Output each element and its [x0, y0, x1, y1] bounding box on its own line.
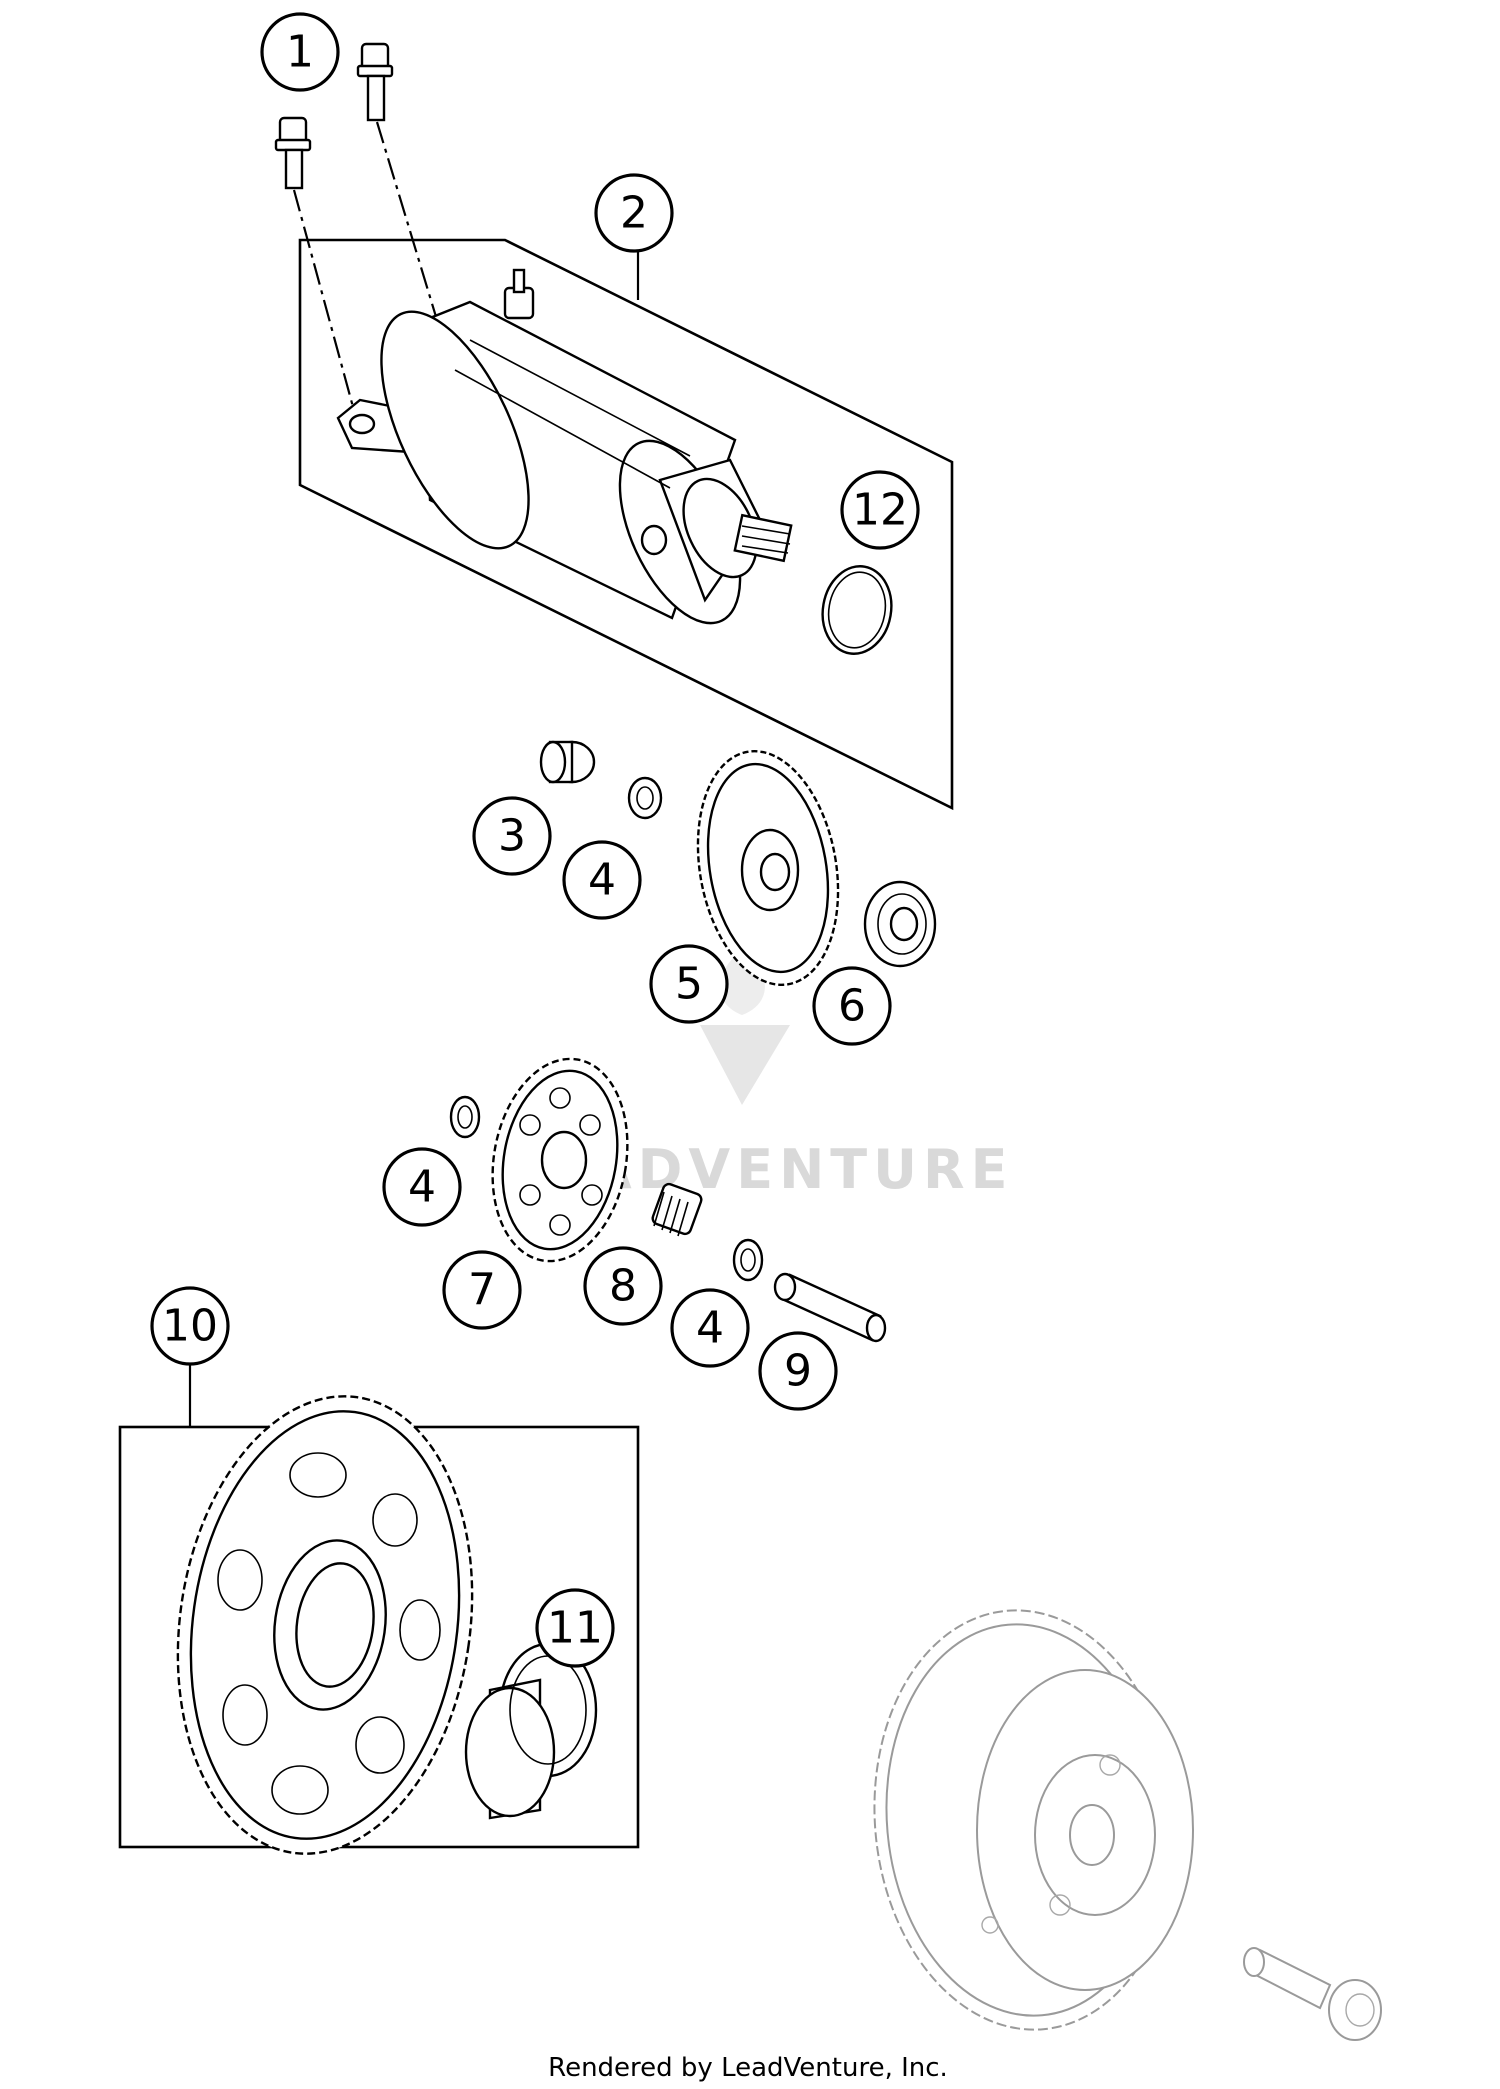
group-box-starter-motor	[298, 238, 954, 811]
part-freewheel-gear	[176, 1395, 474, 1855]
part-idler-gear	[491, 1057, 629, 1263]
callout-10: 10	[150, 1286, 230, 1366]
callout-12: 12	[840, 470, 920, 550]
part-bushing	[539, 740, 596, 784]
ghost-rotor	[873, 1609, 1194, 2031]
callout-5: 5	[649, 944, 729, 1024]
part-intermediate-gear	[696, 749, 840, 987]
callout-7: 7	[442, 1250, 522, 1330]
bolt-path-left	[292, 189, 358, 419]
watermark-logo-mark	[700, 1025, 790, 1105]
callout-11: 11	[535, 1588, 615, 1668]
callout-1: 1	[260, 12, 340, 92]
part-needle-bearing	[651, 1182, 703, 1237]
part-washer-upper-hole	[636, 786, 654, 810]
footer-credit: Rendered by LeadVenture, Inc.	[548, 2053, 948, 2083]
bolt-path-right	[375, 121, 442, 331]
part-starter-motor	[336, 268, 793, 625]
part-washer-upper	[627, 776, 663, 820]
svg-text:2: 2	[620, 188, 648, 239]
part-washer-middle	[449, 1095, 481, 1139]
svg-text:4: 4	[588, 855, 616, 906]
svg-text:8: 8	[609, 1261, 637, 1312]
svg-text:4: 4	[696, 1303, 724, 1354]
svg-text:6: 6	[838, 981, 866, 1032]
part-washer-lower-hole	[740, 1248, 756, 1272]
part-washer-lower	[732, 1238, 764, 1282]
callout-9: 9	[758, 1331, 838, 1411]
callout-3: 3	[472, 796, 552, 876]
part-o-ring	[821, 565, 893, 655]
callout-8: 8	[583, 1246, 663, 1326]
callout-4-middle: 4	[382, 1147, 462, 1227]
part-bolt-left	[274, 116, 312, 190]
svg-text:3: 3	[498, 811, 526, 862]
svg-text:5: 5	[675, 959, 703, 1010]
svg-text:12: 12	[852, 485, 908, 536]
part-bearing	[863, 880, 937, 968]
part-washer-middle-hole	[457, 1105, 473, 1129]
part-o-ring-inner	[827, 571, 887, 649]
svg-text:9: 9	[784, 1346, 812, 1397]
part-freewheel-ring	[464, 1642, 598, 1820]
callout-4-upper: 4	[562, 840, 642, 920]
ghost-bolt	[1243, 1947, 1382, 2041]
svg-text:7: 7	[468, 1265, 496, 1316]
svg-text:10: 10	[162, 1301, 218, 1352]
svg-text:4: 4	[408, 1162, 436, 1213]
callout-4-lower: 4	[670, 1288, 750, 1368]
svg-text:11: 11	[547, 1603, 603, 1654]
callout-2: 2	[594, 173, 674, 253]
svg-text:1: 1	[286, 27, 314, 78]
callout-6: 6	[812, 966, 892, 1046]
part-shaft	[773, 1272, 887, 1343]
part-bolt-right	[356, 42, 394, 122]
